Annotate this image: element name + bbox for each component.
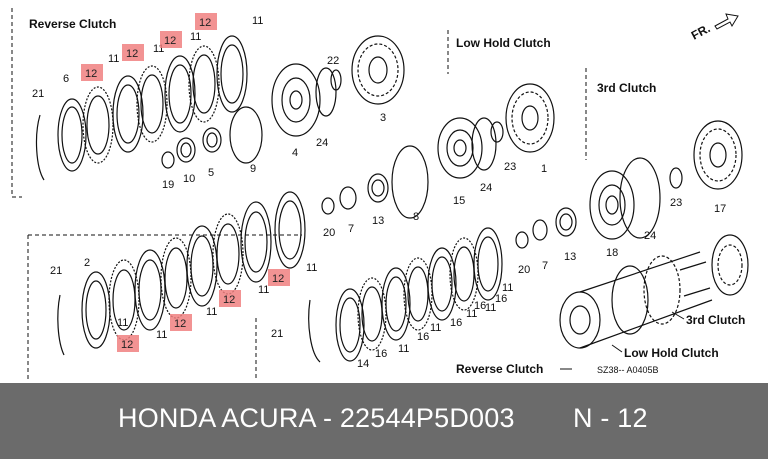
callout: 20 <box>518 264 530 276</box>
callout: 2 <box>84 257 90 269</box>
title-3rd-clutch: 3rd Clutch <box>597 81 656 95</box>
callout: 11 <box>252 15 263 27</box>
highlighted-callouts-12: 12 12 12 12 12 12 12 12 <box>81 13 290 352</box>
front-direction-arrow: FR. <box>689 13 739 43</box>
callout: 20 <box>323 227 335 239</box>
callout: 24 <box>316 137 328 149</box>
diagram-code: SZ38-- A0405B <box>597 365 659 375</box>
callout: 7 <box>348 223 354 235</box>
callout: 21 <box>50 265 62 277</box>
callout: 16 <box>375 348 387 360</box>
callout: 13 <box>372 215 384 227</box>
callout: 11 <box>398 343 409 355</box>
callout: 16 <box>495 293 507 305</box>
callout: 11 <box>485 302 496 314</box>
mainshaft-assembly <box>559 234 749 349</box>
callout: 11 <box>156 329 167 341</box>
title-reverse-clutch: Reverse Clutch <box>29 17 116 31</box>
callout: 22 <box>327 55 339 67</box>
middle-clutch-pack <box>57 191 306 356</box>
front-label: FR. <box>689 21 713 42</box>
callout: 11 <box>306 262 317 274</box>
callout: 21 <box>271 328 283 340</box>
callout: 15 <box>453 195 465 207</box>
callout: 14 <box>357 358 369 370</box>
highlight-box: 12 <box>117 335 139 352</box>
svg-text:12: 12 <box>199 17 211 29</box>
svg-text:12: 12 <box>121 339 133 351</box>
callout: 4 <box>292 147 298 159</box>
callout: 7 <box>542 260 548 272</box>
low-hold-clutch-parts <box>321 83 555 219</box>
callout: 11 <box>502 282 513 294</box>
callout: 11 <box>108 53 119 65</box>
callout: 11 <box>206 306 217 318</box>
callout: 11 <box>466 308 477 320</box>
assy-label-3rd-clutch: 3rd Clutch <box>686 313 745 327</box>
callout: 1 <box>541 163 547 175</box>
highlight-box: 12 <box>268 269 290 286</box>
callout: 23 <box>504 161 516 173</box>
callout: 17 <box>714 203 726 215</box>
callout: 3 <box>380 112 386 124</box>
quantity-label: N - 12 <box>573 403 648 433</box>
highlight-box: 12 <box>81 64 103 81</box>
third-clutch-parts <box>515 120 743 249</box>
callout: 5 <box>208 167 214 179</box>
svg-text:12: 12 <box>223 294 235 306</box>
parts-diagram: Reverse Clutch Low Hold Clutch 3rd Clutc… <box>11 8 749 380</box>
callout: 10 <box>183 173 195 185</box>
callout: 21 <box>32 88 44 100</box>
callout: 18 <box>606 247 618 259</box>
highlight-box: 12 <box>219 290 241 307</box>
bottom-clutch-pack <box>308 227 503 363</box>
reverse-clutch-pack-top <box>35 35 405 181</box>
callout: 9 <box>250 163 256 175</box>
highlight-box: 12 <box>195 13 217 30</box>
callout: 11 <box>430 322 441 334</box>
callout: 24 <box>480 182 492 194</box>
assy-label-low-hold-clutch: Low Hold Clutch <box>624 346 719 360</box>
svg-text:12: 12 <box>85 68 97 80</box>
svg-text:12: 12 <box>272 273 284 285</box>
svg-text:12: 12 <box>164 35 176 47</box>
callout: 16 <box>450 317 462 329</box>
callout: 8 <box>413 211 419 223</box>
part-footer: HONDA ACURA - 22544P5D003 N - 12 <box>0 383 768 459</box>
callout: 11 <box>117 317 128 329</box>
svg-text:12: 12 <box>126 48 138 60</box>
svg-text:12: 12 <box>174 318 186 330</box>
callout: 24 <box>644 230 656 242</box>
highlight-box: 12 <box>170 314 192 331</box>
assy-leaders <box>611 311 685 353</box>
callout: 16 <box>474 300 486 312</box>
assy-label-reverse-clutch: Reverse Clutch <box>456 362 543 376</box>
callouts: 21 6 11 11 11 11 22 3 19 10 5 9 4 24 23 … <box>32 15 726 370</box>
highlight-box: 12 <box>122 44 144 61</box>
section-frames <box>11 8 587 380</box>
callout: 13 <box>564 251 576 263</box>
title-low-hold-clutch: Low Hold Clutch <box>456 36 551 50</box>
callout: 19 <box>162 179 174 191</box>
callout: 11 <box>258 284 269 296</box>
callout: 11 <box>153 43 164 55</box>
callout: 16 <box>417 331 429 343</box>
part-number: HONDA ACURA - 22544P5D003 <box>118 403 515 433</box>
callout: 11 <box>190 31 201 43</box>
callout: 23 <box>670 197 682 209</box>
highlight-box: 12 <box>160 31 182 48</box>
callout: 6 <box>63 73 69 85</box>
